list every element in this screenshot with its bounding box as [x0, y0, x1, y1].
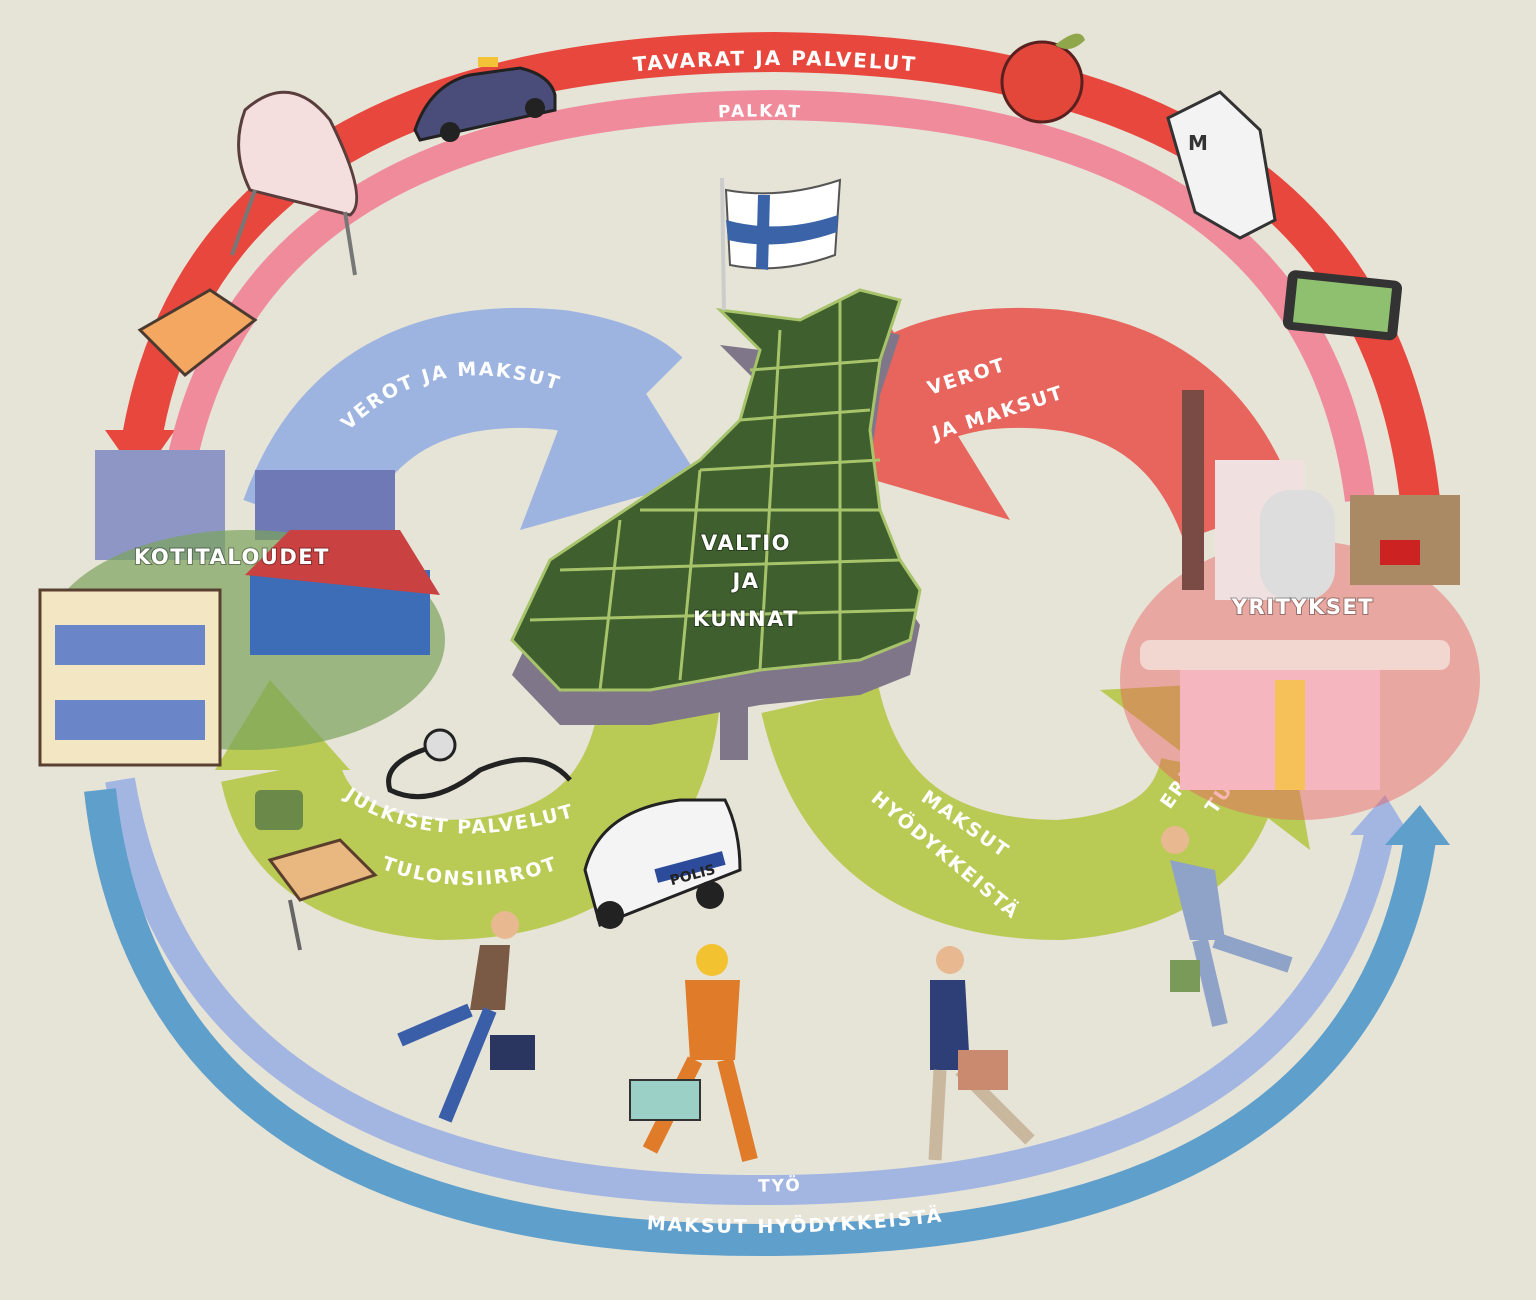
node-households: KOTITALOUDET — [134, 545, 330, 569]
arrow-company-taxes: VEROT JA MAKSUT — [840, 307, 1297, 542]
worker-businessman-icon — [397, 911, 535, 1123]
node-companies: YRITYKSET — [1231, 595, 1374, 619]
arrow-household-taxes: VEROT JA MAKSUT — [243, 307, 700, 542]
house-icon — [137, 288, 258, 378]
police-car-icon: POLIS — [583, 798, 742, 929]
label-wages: PALKAT — [718, 101, 803, 122]
taxi-car-icon — [413, 57, 557, 142]
finnish-flag-icon — [720, 177, 842, 311]
milk-carton-icon: M — [1166, 90, 1277, 240]
label-labour: TYÖ — [758, 1174, 802, 1197]
node-government-2: JA — [730, 569, 759, 593]
worker-painter-icon — [1161, 826, 1293, 1027]
stethoscope-icon — [386, 728, 572, 800]
finland-map: VALTIO JA KUNNAT — [510, 288, 922, 760]
node-government-3: KUNNAT — [693, 607, 799, 631]
school-desk-icon — [255, 790, 378, 951]
flow-labour: TYÖ — [120, 780, 1410, 1197]
arrowhead-icon — [1385, 805, 1450, 845]
tablet-icon — [1282, 270, 1403, 341]
worker-woman-icon — [928, 946, 1035, 1161]
flow-goods-and-services: TAVARAT JA PALVELUT — [105, 46, 1420, 500]
apple-icon — [1000, 33, 1085, 124]
households-illustration: KOTITALOUDET — [38, 450, 445, 767]
companies-illustration: YRITYKSET — [1120, 390, 1480, 820]
milk-carton-letter: M — [1188, 131, 1208, 155]
chair-icon — [230, 90, 359, 276]
arrowhead-icon — [1350, 795, 1410, 835]
node-government-1: VALTIO — [701, 531, 791, 555]
worker-construction-icon — [629, 944, 758, 1162]
tractor-icon — [1380, 540, 1420, 565]
